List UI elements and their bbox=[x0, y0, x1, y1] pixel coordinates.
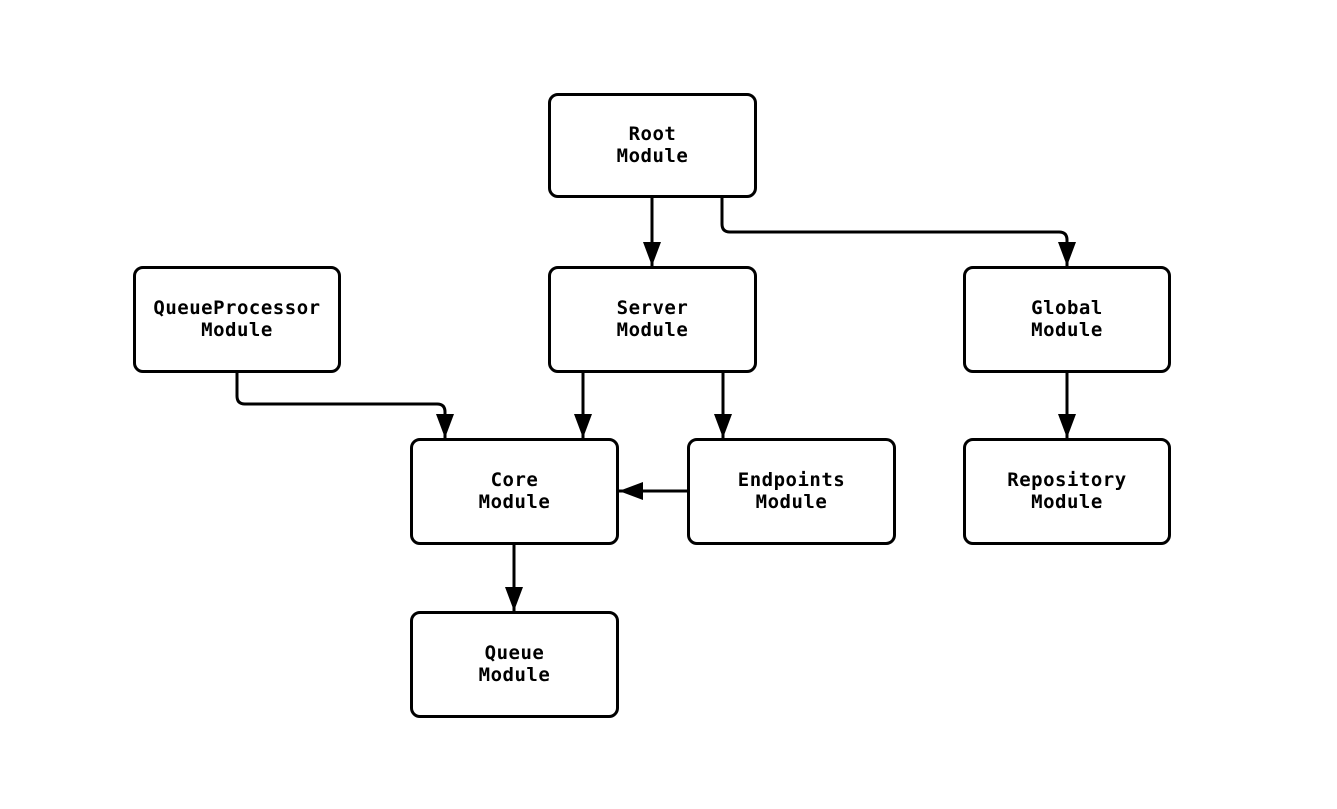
edge-queueprocessor-to-core bbox=[235, 373, 454, 438]
node-label-line: Endpoints bbox=[737, 469, 846, 491]
node-label-line: Module bbox=[478, 663, 551, 686]
node-label-line: Module bbox=[1031, 490, 1103, 513]
node-core-module: Core Module bbox=[410, 438, 619, 545]
node-root-module: Root Module bbox=[548, 93, 757, 198]
node-label-line: Root bbox=[628, 123, 677, 145]
node-label-line: Repository bbox=[1007, 469, 1127, 491]
node-label-line: Queue bbox=[484, 642, 545, 664]
node-global-module: Global Module bbox=[963, 266, 1171, 373]
node-label-line: Global bbox=[1031, 297, 1103, 319]
node-endpoints-module: Endpoints Module bbox=[687, 438, 896, 545]
edge-root-to-global bbox=[720, 198, 1076, 266]
node-label-line: Server bbox=[616, 297, 689, 319]
node-queue-module: Queue Module bbox=[410, 611, 619, 718]
node-label-line: Module bbox=[478, 490, 551, 513]
node-label-line: QueueProcessor bbox=[153, 297, 321, 319]
node-queueprocessor-module: QueueProcessor Module bbox=[133, 266, 341, 373]
node-label-line: Core bbox=[490, 469, 539, 491]
node-label-line: Module bbox=[616, 144, 689, 167]
node-label-line: Module bbox=[616, 318, 689, 341]
node-server-module: Server Module bbox=[548, 266, 757, 373]
node-label-line: Module bbox=[755, 490, 828, 513]
node-repository-module: Repository Module bbox=[963, 438, 1171, 545]
node-label-line: Module bbox=[201, 318, 273, 341]
node-label-line: Module bbox=[1031, 318, 1103, 341]
